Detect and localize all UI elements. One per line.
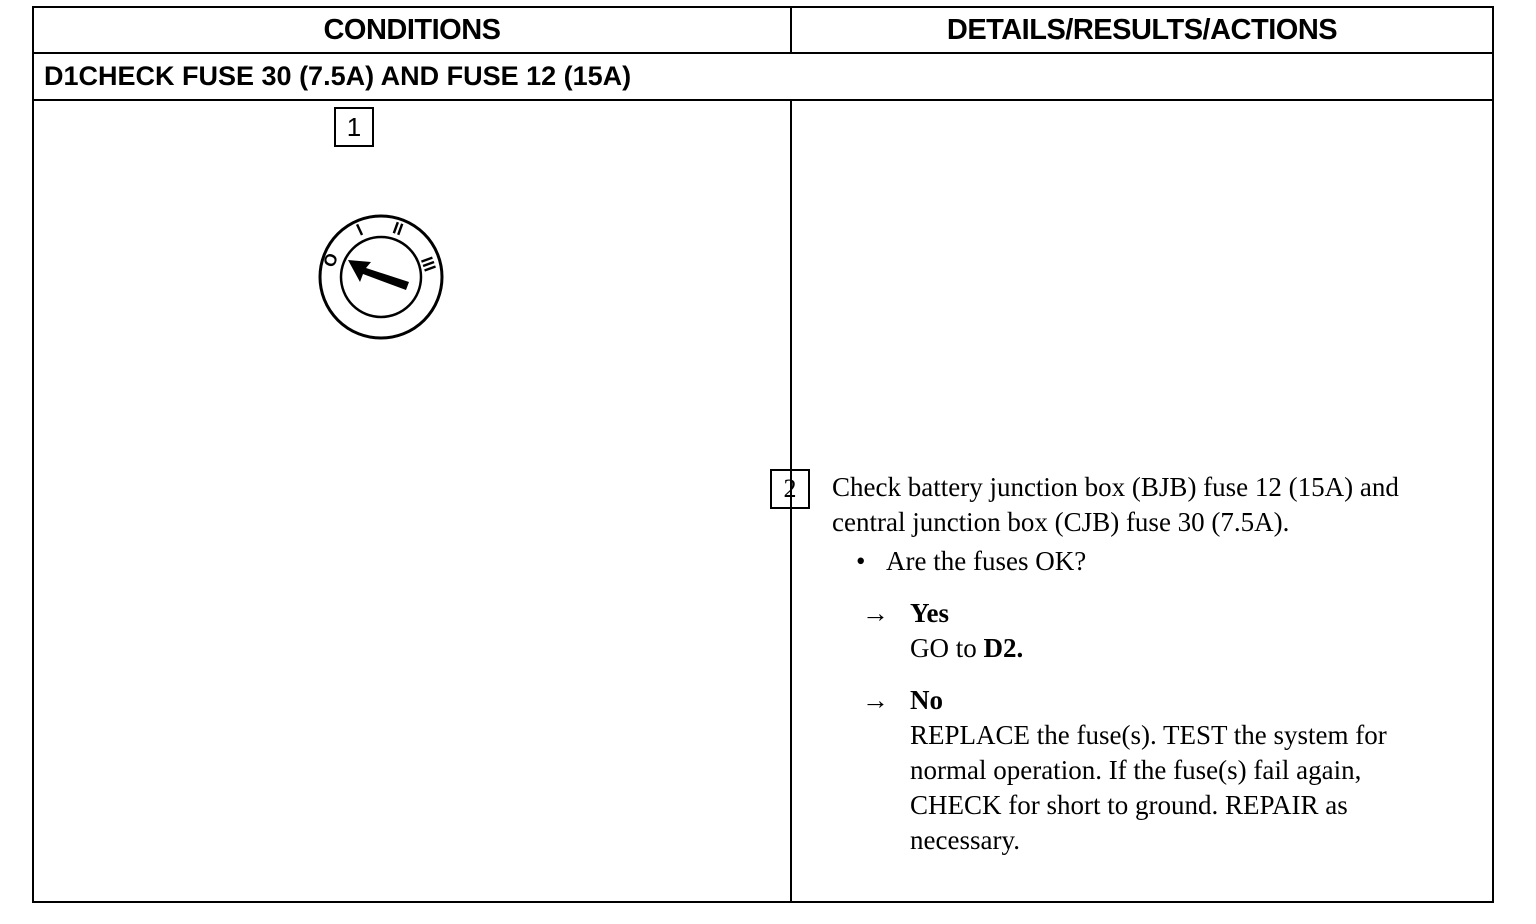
diagnostic-table: CONDITIONS DETAILS/RESULTS/ACTIONS D1 CH… bbox=[32, 6, 1494, 903]
arrow-right-icon: → bbox=[862, 598, 889, 628]
ignition-switch-icon: O I II III bbox=[318, 214, 444, 340]
bullet-icon: • bbox=[856, 546, 866, 576]
branch-yes-prefix: GO to bbox=[910, 633, 984, 663]
ignition-label-0: O bbox=[320, 251, 342, 270]
header-conditions: CONDITIONS bbox=[323, 13, 501, 46]
step-title: CHECK FUSE 30 (7.5A) AND FUSE 12 (15A) bbox=[78, 61, 632, 91]
question-text: Are the fuses OK? bbox=[886, 546, 1087, 576]
step-2-instruction: Check battery junction box (BJB) fuse 12… bbox=[832, 472, 1399, 537]
step-1-box: 1 bbox=[334, 107, 374, 147]
ignition-label-3: III bbox=[417, 254, 440, 274]
step-title-row: D1 CHECK FUSE 30 (7.5A) AND FUSE 12 (15A… bbox=[44, 54, 631, 99]
header-details: DETAILS/RESULTS/ACTIONS bbox=[946, 13, 1338, 46]
arrow-right-icon: → bbox=[862, 685, 889, 715]
question-row: • Are the fuses OK? bbox=[856, 544, 1086, 579]
title-divider bbox=[34, 99, 1492, 101]
branch-no-text: REPLACE the fuse(s). TEST the system for… bbox=[910, 720, 1387, 855]
branch-yes-ref: D2. bbox=[983, 633, 1024, 663]
ignition-label-2: II bbox=[390, 218, 405, 239]
branch-yes-text: GO to D2. bbox=[910, 631, 1450, 666]
branch-no-label: No bbox=[910, 685, 943, 715]
branch-yes-label: Yes bbox=[910, 598, 949, 628]
header-divider bbox=[34, 52, 1492, 54]
ignition-label-1: I bbox=[354, 220, 366, 239]
ignition-pointer-arrow bbox=[348, 260, 409, 290]
step-id: D1 bbox=[44, 61, 79, 91]
column-divider-body bbox=[790, 101, 792, 901]
column-divider-top bbox=[790, 8, 792, 52]
step-2-box: 2 bbox=[770, 469, 810, 509]
